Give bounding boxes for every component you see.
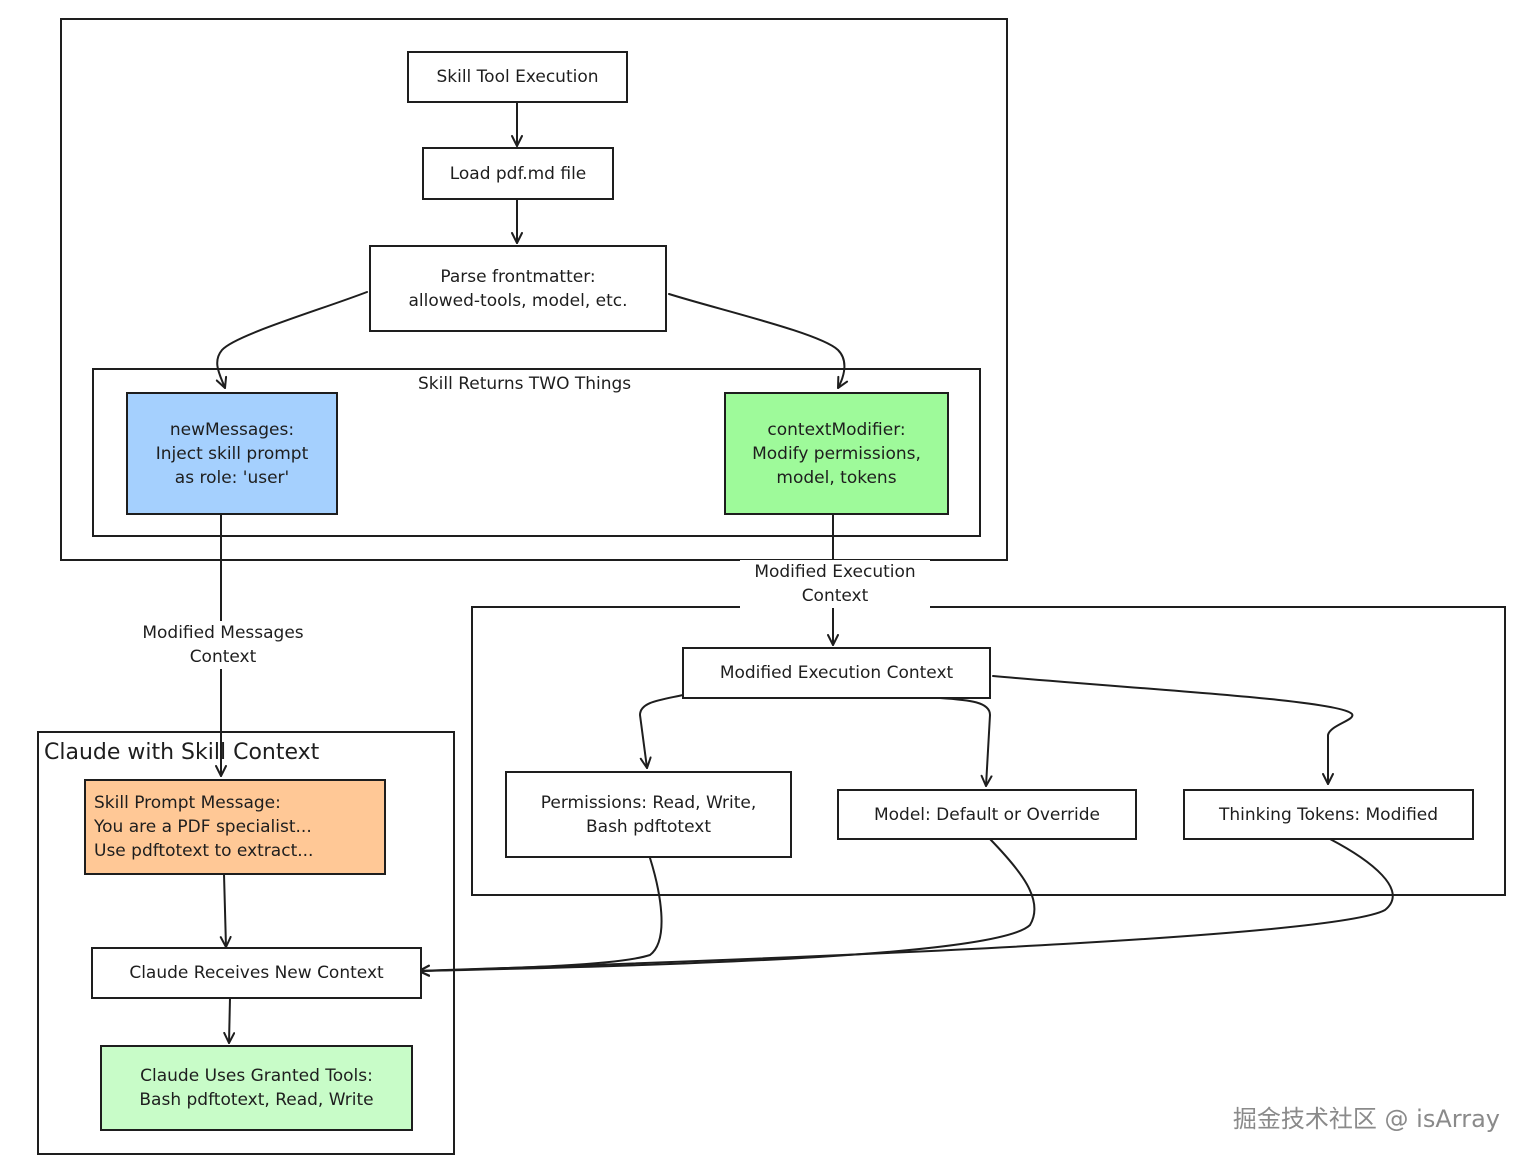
node-thinking-tokens: Thinking Tokens: Modified — [1183, 789, 1474, 840]
edge-parse-newmessages — [215, 291, 368, 389]
edge-receives-usestools — [223, 997, 236, 1044]
execution-context-group — [471, 606, 1506, 896]
node-modified-execution-context: Modified Execution Context — [682, 647, 991, 699]
node-claude-receives: Claude Receives New Context — [91, 947, 422, 999]
node-new-messages: newMessages: Inject skill prompt as role… — [126, 392, 338, 515]
skill-returns-group — [92, 368, 981, 537]
node-context-modifier: contextModifier: Modify permissions, mod… — [724, 392, 949, 515]
edge-parse-contextmodifier — [668, 293, 849, 389]
edge-modifiedexec-permissions — [639, 694, 684, 769]
node-permissions: Permissions: Read, Write, Bash pdftotext — [505, 771, 792, 858]
edge-model-receives — [418, 838, 1036, 977]
node-model: Model: Default or Override — [837, 789, 1137, 840]
node-load-pdf-file: Load pdf.md file — [422, 147, 614, 200]
claude-context-title: Claude with Skill Context — [44, 740, 320, 765]
edge-label-messages-context: Modified Messages Context — [131, 621, 315, 669]
node-claude-uses-tools: Claude Uses Granted Tools: Bash pdftotex… — [100, 1045, 413, 1131]
skill-tool-group — [60, 18, 1008, 561]
edge-modifiedexec-model — [939, 697, 993, 787]
edge-label-execution-context: Modified Execution Context — [740, 560, 930, 608]
node-skill-tool-execution: Skill Tool Execution — [407, 51, 628, 103]
edge-permissions-receives — [418, 857, 663, 977]
claude-context-group — [37, 731, 455, 1155]
node-parse-frontmatter: Parse frontmatter: allowed-tools, model,… — [369, 245, 667, 332]
node-skill-prompt-message: Skill Prompt Message: You are a PDF spec… — [84, 779, 386, 875]
edge-thinking-receives — [418, 838, 1394, 977]
skill-returns-title: Skill Returns TWO Things — [418, 374, 632, 394]
edge-skillprompt-receives — [219, 873, 232, 948]
watermark: 掘金技术社区 @ isArray — [1232, 1105, 1500, 1133]
edge-modifiedexec-thinking — [992, 675, 1354, 785]
